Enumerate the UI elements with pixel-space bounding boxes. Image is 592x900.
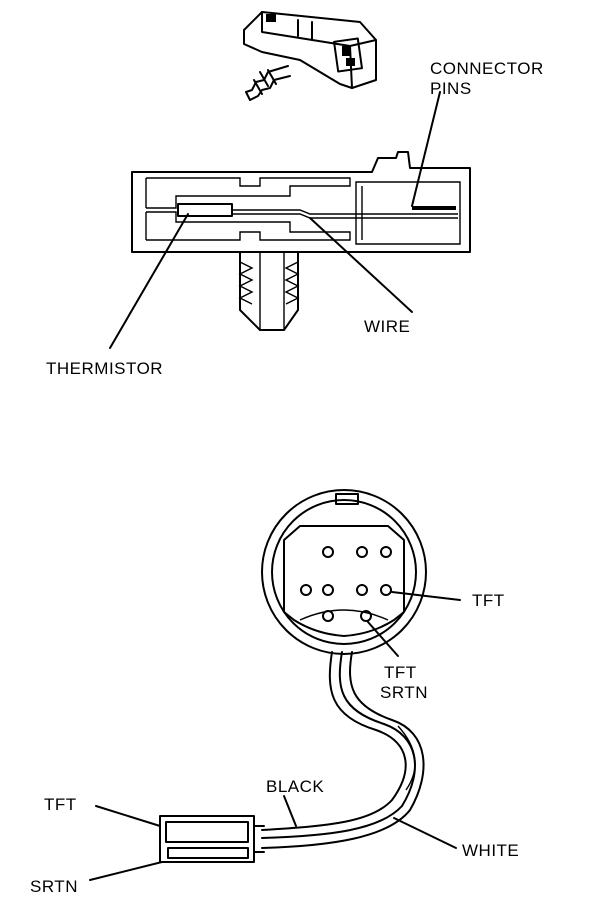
white-leader xyxy=(393,817,457,849)
tft-srtn-label-2: SRTN xyxy=(380,683,428,702)
thermistor-leader xyxy=(109,213,189,349)
harness-plug xyxy=(159,815,265,863)
wire-leader xyxy=(309,217,413,313)
white-label: WHITE xyxy=(462,841,519,860)
connector-pins xyxy=(300,546,392,622)
sensor-cross-section xyxy=(131,151,471,331)
connector-pins-leader xyxy=(411,91,441,207)
connector-face xyxy=(261,489,427,655)
connector-pins-label-2: PINS xyxy=(430,79,472,98)
tft-plug-label: TFT xyxy=(44,795,77,814)
srtn-plug-label: SRTN xyxy=(30,877,78,896)
wire-label: WIRE xyxy=(364,317,410,336)
tft-srtn-label-1: TFT xyxy=(384,663,417,682)
wire-harness xyxy=(261,651,425,849)
tft-srtn-leader xyxy=(367,621,399,657)
black-leader xyxy=(283,795,297,827)
thermistor-label: THERMISTOR xyxy=(46,359,163,378)
tft-pin-leader xyxy=(391,591,461,601)
srtn-plug-leader xyxy=(89,861,163,881)
tft-plug-leader xyxy=(95,805,161,827)
sensor-perspective-sketch xyxy=(243,11,377,101)
black-label: BLACK xyxy=(266,777,324,796)
connector-pins-label-1: CONNECTOR xyxy=(430,59,544,78)
tft-pin-label: TFT xyxy=(472,591,505,610)
